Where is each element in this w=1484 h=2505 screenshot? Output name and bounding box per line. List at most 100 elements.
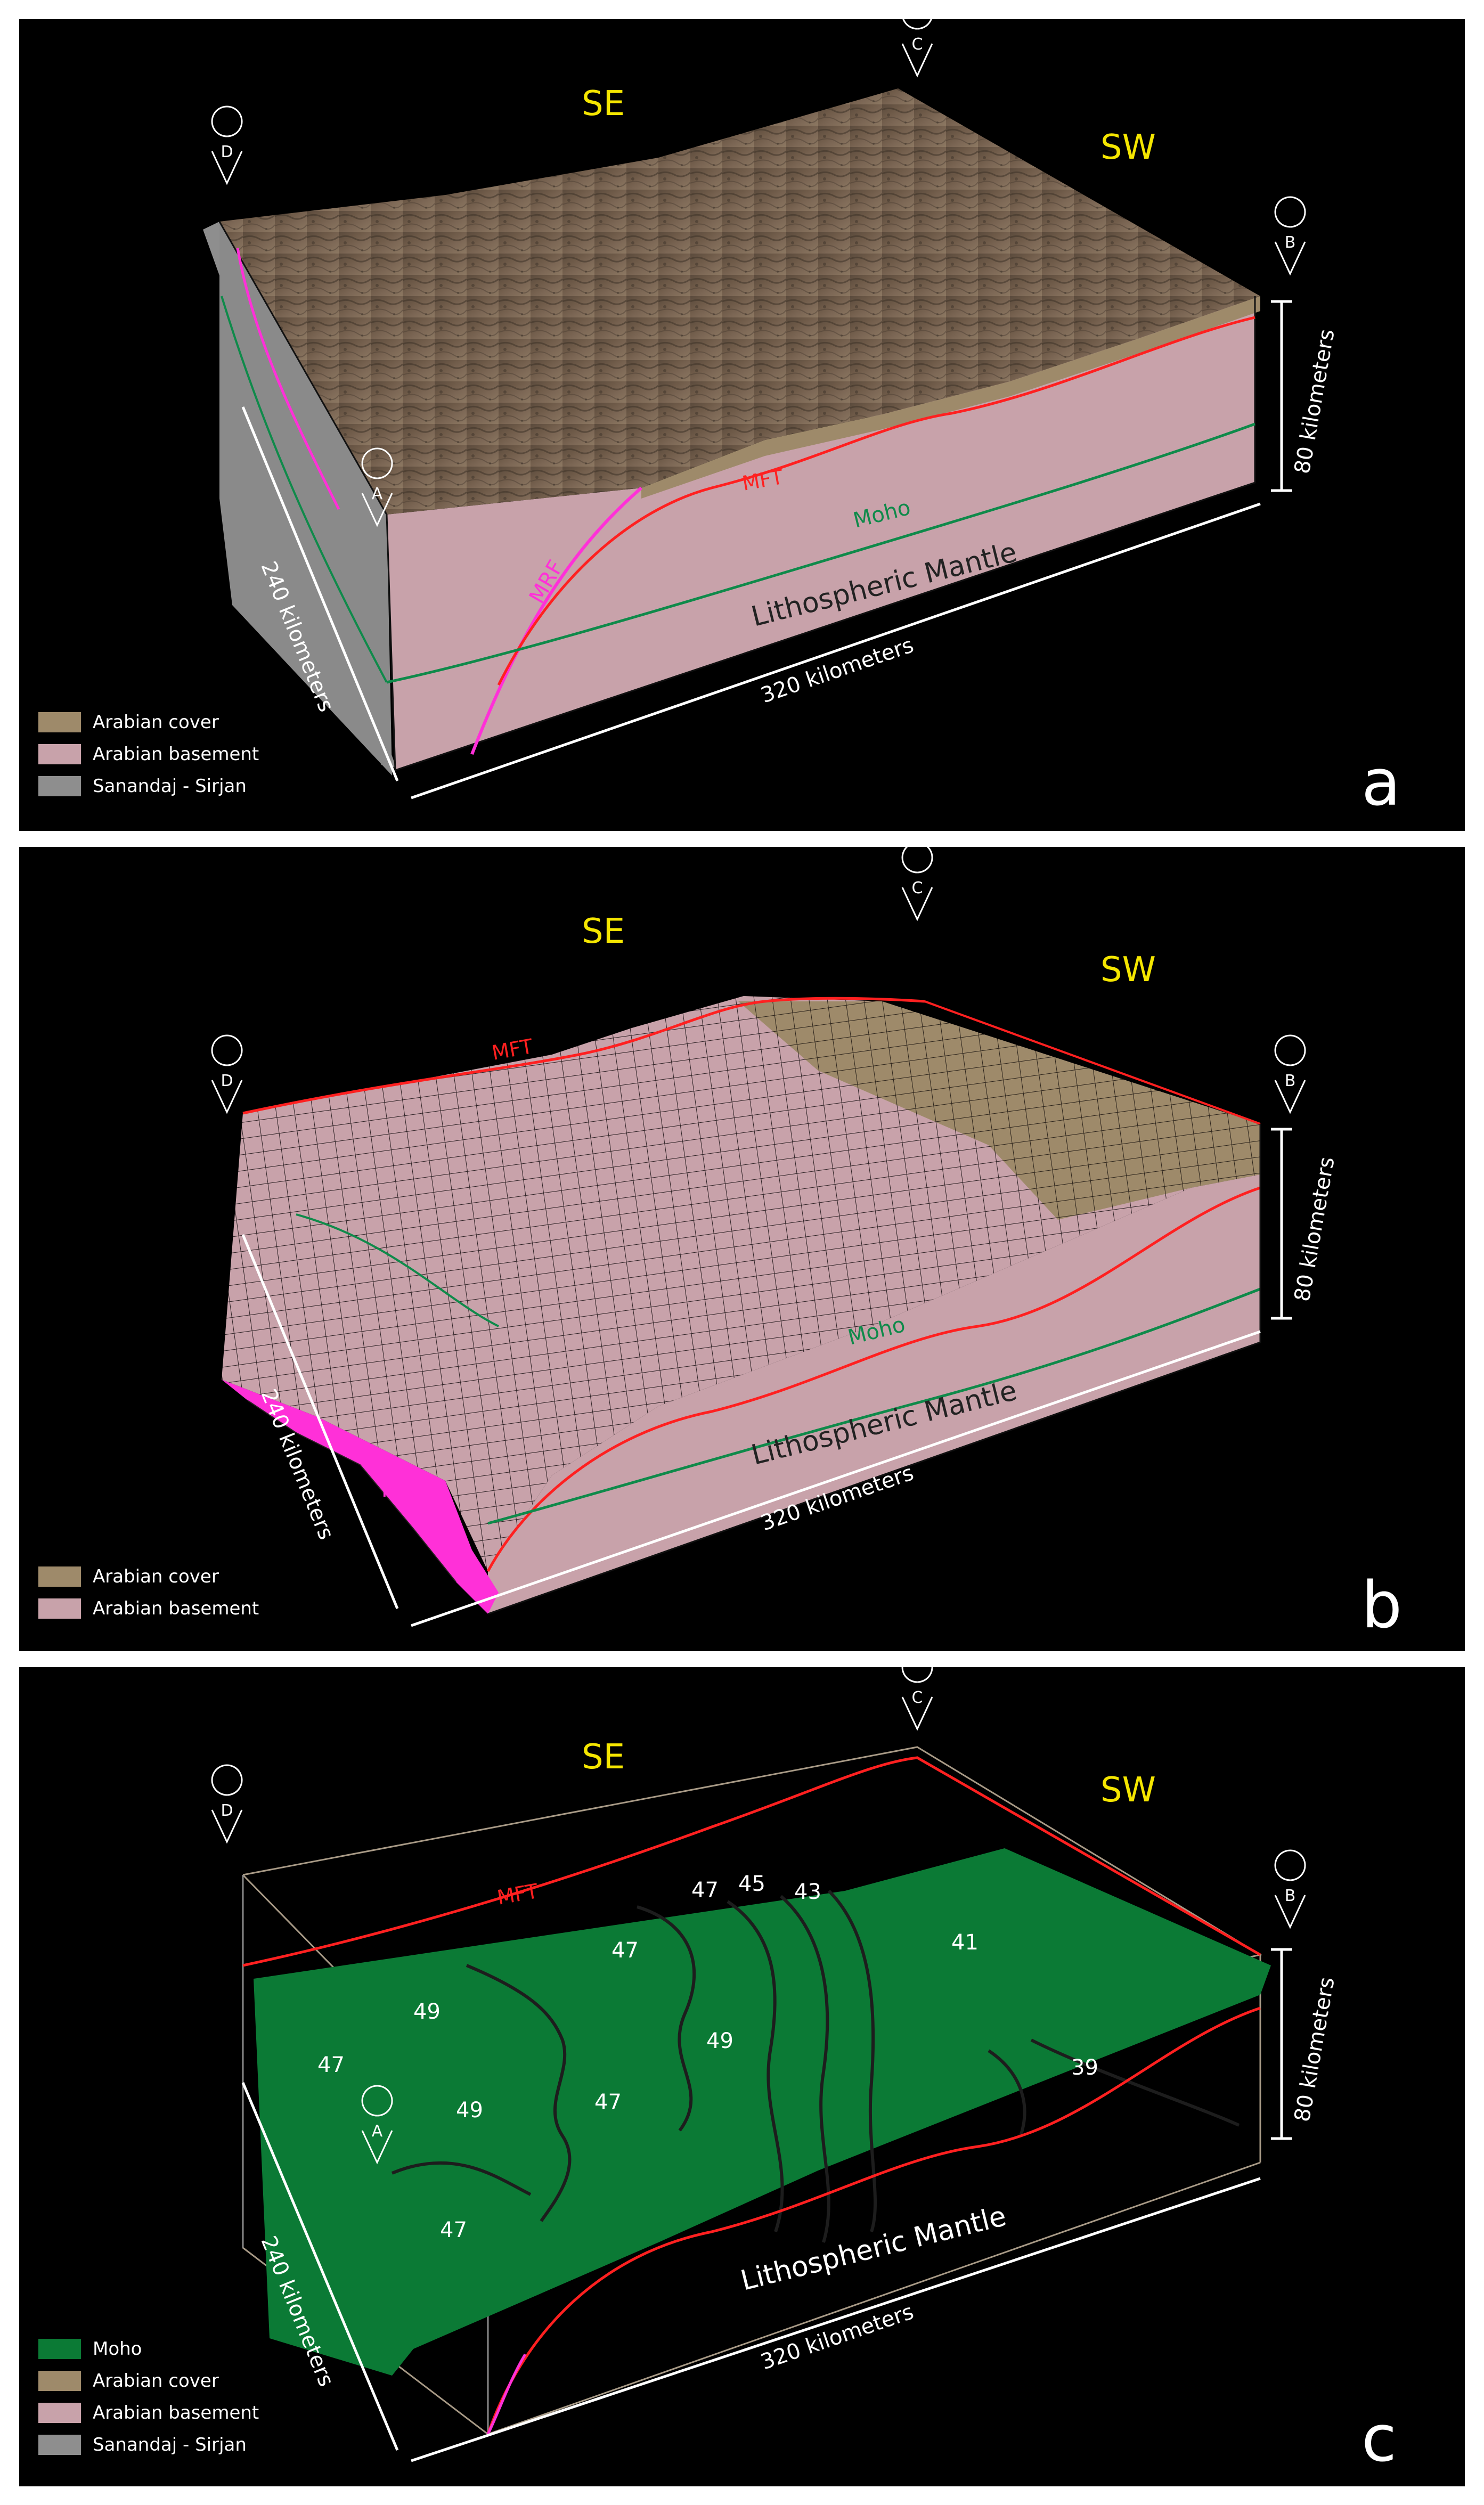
legend-swatch [38, 1566, 81, 1587]
dim-240-line [241, 1234, 399, 1609]
dim-320-line [411, 2177, 1261, 2462]
legend-c: Moho Arabian cover Arabian basement Sana… [38, 2333, 259, 2461]
mft-line [242, 1756, 1261, 1967]
contour-band [827, 1889, 877, 2232]
contour-label: 49 [413, 2000, 441, 2024]
block-edges [218, 221, 1256, 772]
dim-80-label: 80 kilometers [1290, 1155, 1340, 1303]
contour-band [391, 2161, 532, 2196]
contour-label: 47 [440, 2218, 467, 2242]
contour-band [780, 1895, 830, 2243]
contour-band [1030, 2038, 1240, 2127]
legend-item: Arabian basement [38, 738, 259, 770]
legend-label: Arabian cover [93, 712, 219, 733]
dim-320-line [411, 1330, 1261, 1627]
panel-a: SE SW MFT Moho MRF Lithospheric Mantle 8… [19, 19, 1465, 831]
svg-text:A: A [372, 485, 383, 503]
panel-letter-b: b [1361, 1569, 1402, 1643]
legend-swatch [38, 2339, 81, 2359]
legend-a: Arabian cover Arabian basement Sanandaj … [38, 706, 259, 802]
mrf-line [470, 486, 642, 755]
svg-text:B: B [1285, 233, 1296, 252]
basement-face [387, 296, 1255, 770]
legend-item: Sanandaj - Sirjan [38, 2429, 259, 2461]
mrf-line-left [236, 248, 340, 510]
mrf-line [486, 2353, 527, 2435]
moho-line [487, 1287, 1261, 1525]
svg-text:B: B [1285, 1887, 1296, 1905]
legend-label: Sanandaj - Sirjan [93, 2434, 247, 2455]
contour-label: 47 [594, 2090, 622, 2115]
legend-swatch [38, 2371, 81, 2391]
dim-80-label: 80 kilometers [1290, 1976, 1340, 2124]
contour-band [466, 1964, 572, 2222]
legend-swatch [38, 712, 81, 732]
legend-swatch [38, 744, 81, 764]
legend-label: Arabian basement [93, 1598, 259, 1619]
moho-line-left [296, 1213, 499, 1327]
moho-line [386, 422, 1255, 684]
dim-320-line [411, 502, 1261, 799]
mrf-face [222, 1380, 499, 1614]
contour-label: 39 [1071, 2055, 1098, 2080]
legend-label: Arabian cover [93, 1566, 219, 1587]
marker-b: B [1274, 1034, 1306, 1114]
contour-label: 47 [691, 1878, 719, 1903]
direction-se: SE [582, 84, 625, 124]
marker-c: C [901, 1667, 933, 1731]
cover-mesh [738, 1001, 1260, 1220]
panel-letter-a: a [1361, 746, 1401, 820]
direction-se: SE [582, 1737, 625, 1777]
legend-item: Arabian cover [38, 1561, 259, 1593]
direction-sw: SW [1100, 1770, 1156, 1810]
contour-label: 49 [456, 2098, 483, 2123]
block-diagram-a: SE SW MFT Moho MRF Lithospheric Mantle 8… [203, 19, 1401, 820]
legend-swatch [38, 2403, 81, 2423]
legend-b: Arabian cover Arabian basement [38, 1561, 259, 1625]
block-diagram-b: SE SW MFT Moho MRF Lithospheric Mantle 8… [211, 847, 1402, 1643]
panel-letter-c: c [1361, 2402, 1397, 2476]
dim-240-line [241, 2082, 399, 2451]
svg-text:C: C [912, 1688, 923, 1707]
mft-line [497, 316, 1255, 686]
marker-a: A [361, 447, 393, 527]
legend-label: Arabian basement [93, 2402, 259, 2424]
legend-label: Arabian basement [93, 744, 259, 765]
mft-line [242, 997, 925, 1115]
sanandaj-face-left [219, 222, 392, 776]
legend-item: Arabian basement [38, 2397, 259, 2429]
svg-text:A: A [372, 2122, 383, 2141]
legend-swatch [38, 2435, 81, 2455]
contour-label: 49 [706, 2029, 733, 2053]
moho-surface [254, 1848, 1271, 2376]
legend-item: Sanandaj - Sirjan [38, 770, 259, 802]
direction-sw: SW [1100, 950, 1156, 990]
terrain-surface [219, 88, 1260, 515]
legend-item: Moho [38, 2333, 259, 2365]
contour-label: 45 [738, 1872, 765, 1896]
block-edges [487, 1124, 1261, 1615]
panel-c: 47 45 43 47 41 49 49 47 39 47 49 47 SE S… [19, 1667, 1465, 2486]
marker-d: D [211, 1764, 243, 1844]
svg-text:C: C [912, 35, 923, 54]
direction-se: SE [582, 912, 625, 951]
mft-line-front [486, 1186, 1261, 1572]
svg-text:B: B [1285, 1072, 1296, 1090]
basement-face [488, 1174, 1260, 1614]
svg-text:D: D [221, 1072, 233, 1090]
mrf-label: MRF [381, 1478, 427, 1502]
contour-band [727, 1900, 784, 2232]
legend-item: Arabian cover [38, 2365, 259, 2397]
marker-b: B [1274, 1849, 1306, 1929]
legend-swatch [38, 1598, 81, 1619]
svg-text:C: C [912, 879, 923, 897]
marker-b: B [1274, 196, 1306, 276]
marker-c: C [901, 847, 933, 921]
contour-label: 41 [951, 1930, 979, 1955]
mft-label: MFT [495, 1879, 540, 1910]
panel-b: SE SW MFT Moho MRF Lithospheric Mantle 8… [19, 847, 1465, 1651]
cover-strip [641, 296, 1260, 499]
marker-d: D [211, 105, 243, 185]
contour-label: 43 [794, 1880, 821, 1904]
legend-swatch [38, 776, 81, 796]
